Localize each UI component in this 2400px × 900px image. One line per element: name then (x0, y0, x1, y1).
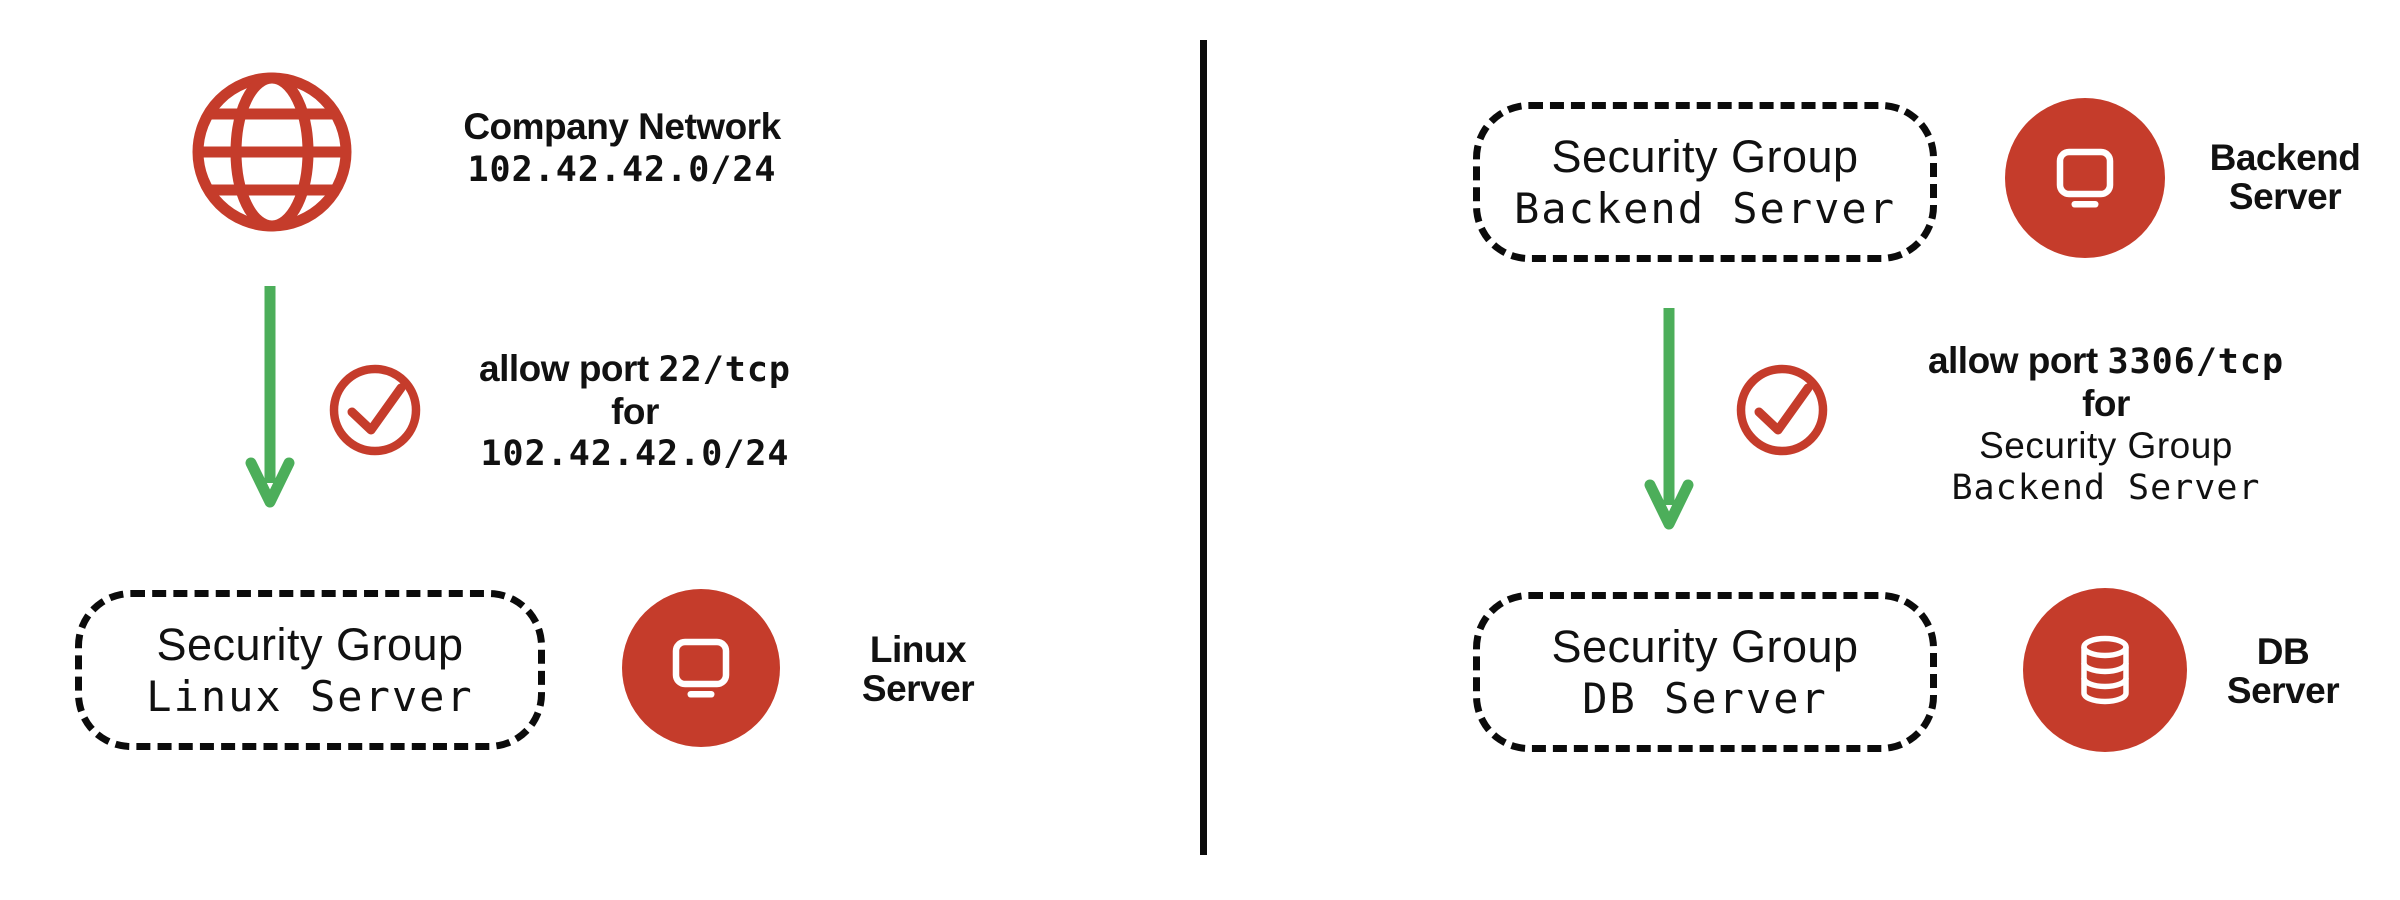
rule-text-ssh: allow port 22/tcp for 102.42.42.0/24 (385, 348, 885, 475)
security-group-name: DB Server (1582, 674, 1828, 723)
rule-line-port: allow port 22/tcp (479, 348, 791, 390)
security-group-box-backend: Security Group Backend Server (1473, 102, 1937, 262)
db-server-badge (2023, 588, 2187, 752)
backend-server-badge (2005, 98, 2165, 258)
rule-line-for: for (2082, 383, 2130, 424)
backend-server-caption: Backend Server (2209, 137, 2361, 217)
rule-line-group-label: Security Group (1979, 425, 2233, 466)
database-icon (2081, 635, 2129, 705)
security-group-box-db: Security Group DB Server (1473, 592, 1937, 752)
globe-icon (192, 72, 352, 232)
linux-server-badge (622, 589, 780, 747)
rule-line-for: for (611, 391, 659, 432)
rule-line-group-name: Backend Server (1951, 468, 2261, 508)
security-group-label: Security Group (1551, 131, 1859, 182)
security-group-name: Backend Server (1513, 184, 1896, 233)
down-arrow-icon (1644, 308, 1694, 530)
monitor-icon (2056, 148, 2114, 208)
rule-line-cidr: 102.42.42.0/24 (480, 434, 790, 474)
company-network-label: Company Network 102.42.42.0/24 (392, 106, 852, 192)
security-group-name: Linux Server (146, 672, 474, 721)
security-group-label: Security Group (1551, 621, 1859, 672)
db-server-caption: DB Server (2226, 631, 2340, 711)
check-circle-icon (329, 364, 421, 456)
monitor-icon (672, 638, 730, 698)
company-network-cidr: 102.42.42.0/24 (467, 150, 777, 190)
linux-server-caption: Linux Server (861, 629, 975, 709)
panel-divider (1200, 40, 1207, 855)
rule-line-port: allow port 3306/tcp (1927, 340, 2285, 382)
down-arrow-icon (245, 286, 295, 508)
security-group-label: Security Group (156, 619, 464, 670)
check-circle-icon (1736, 364, 1828, 456)
rule-text-mysql: allow port 3306/tcp for Security Group B… (1846, 340, 2366, 510)
security-group-box-linux: Security Group Linux Server (75, 590, 545, 750)
company-network-title: Company Network (463, 106, 781, 147)
